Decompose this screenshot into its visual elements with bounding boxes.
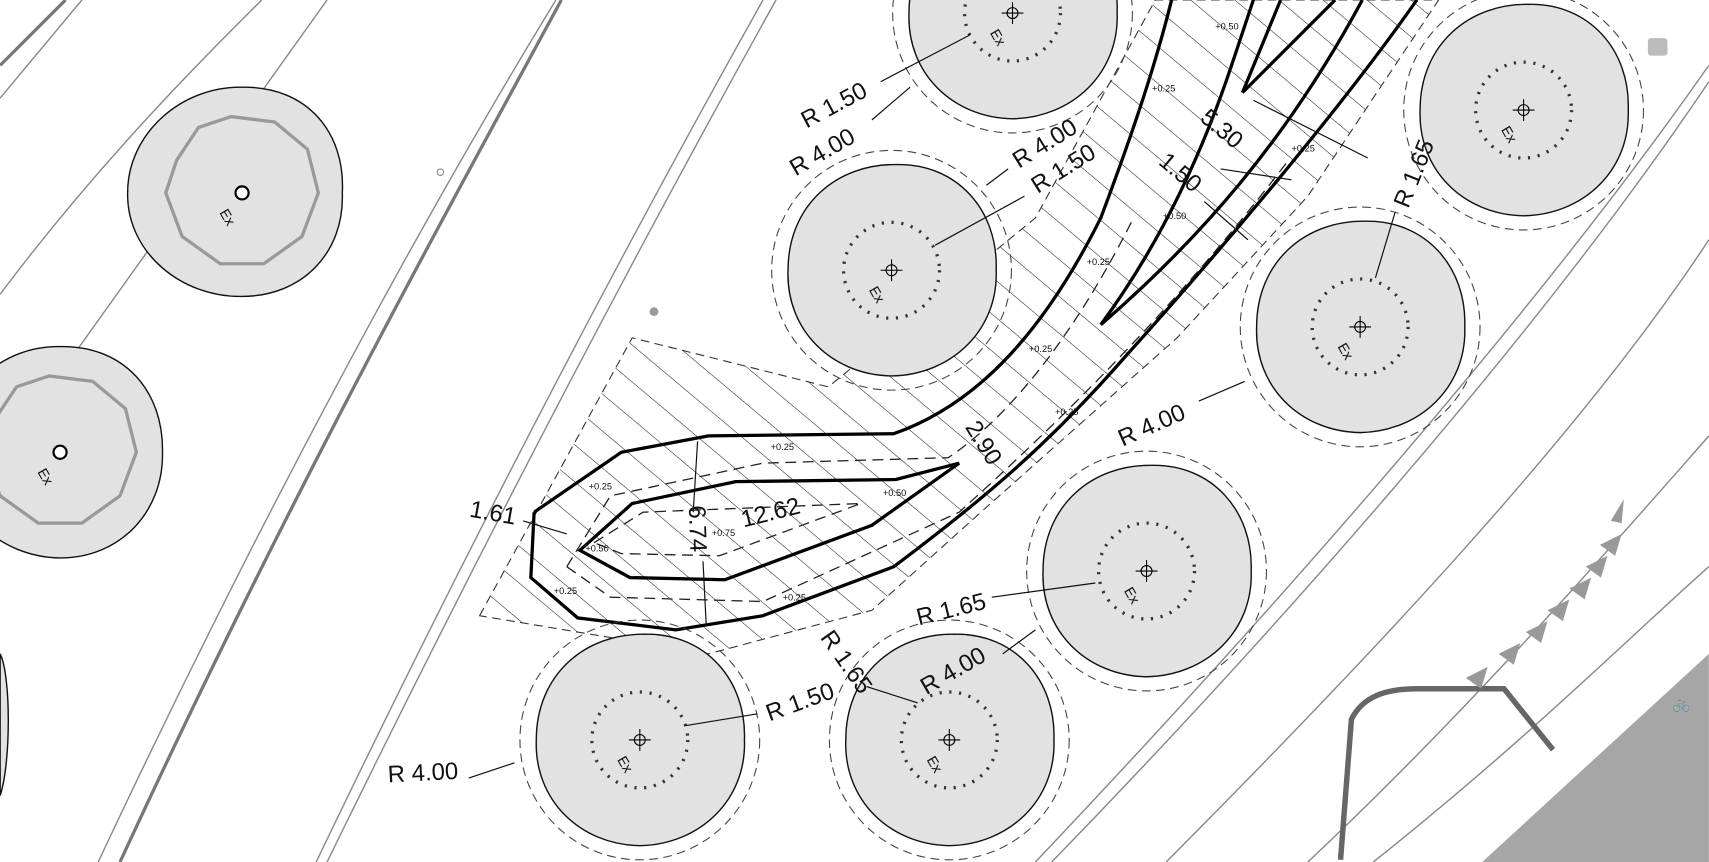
layer-marker-icon[interactable] <box>1647 38 1668 56</box>
radius-label: R 1.50 <box>762 678 838 728</box>
width-label: 1.61 <box>468 496 519 531</box>
level-label: +0.25 <box>589 481 612 491</box>
tree-tag: Ex <box>34 466 56 488</box>
survey-points <box>436 38 1668 317</box>
tree-tag: Ex <box>1120 585 1142 607</box>
tree-tag: Ex <box>216 207 238 229</box>
radius-label: R 1.65 <box>914 588 989 631</box>
level-label: +0.25 <box>1291 143 1314 153</box>
tree-tag: Ex <box>986 27 1008 49</box>
tree-tag: Ex <box>923 754 945 776</box>
level-label: +0.25 <box>554 586 577 596</box>
radius-label: R 1.65 <box>1389 136 1440 212</box>
radius-label: R 4.00 <box>1114 399 1190 452</box>
radius-label: R 4.00 <box>387 758 459 789</box>
level-label: +0.25 <box>783 592 806 602</box>
level-label: +0.50 <box>883 488 906 498</box>
level-label: +0.50 <box>1163 211 1186 221</box>
radius-label: R 4.00 <box>785 123 860 182</box>
level-label: +0.25 <box>771 442 794 452</box>
tree-tag: Ex <box>1497 124 1519 146</box>
leader-lines <box>468 34 1396 779</box>
level-labels: +0.50 +0.25 +0.25 +0.50 +0.25 +0.25 +0.2… <box>554 21 1315 602</box>
level-label: +0.25 <box>1029 344 1052 354</box>
tree-tag: Ex <box>613 754 635 776</box>
bicycle-icon: 🚲 <box>1673 696 1691 712</box>
tree-tag: Ex <box>1334 341 1356 363</box>
give-way-markings <box>1465 499 1624 689</box>
level-label: +0.75 <box>712 528 735 538</box>
bike-lane: 🚲 <box>1337 653 1709 862</box>
level-label: +0.25 <box>1055 407 1078 417</box>
level-label: +0.50 <box>1215 21 1238 31</box>
level-label: +0.25 <box>1152 84 1175 94</box>
radius-label: R 1.50 <box>797 77 872 134</box>
level-label: +0.25 <box>1087 257 1110 267</box>
tree-tags: Ex Ex Ex Ex Ex Ex Ex Ex Ex <box>34 27 1520 776</box>
width-label: 6.74 <box>683 505 712 553</box>
tree-tag: Ex <box>865 284 887 306</box>
level-label: +0.50 <box>585 543 608 553</box>
tree-group <box>0 0 1646 862</box>
